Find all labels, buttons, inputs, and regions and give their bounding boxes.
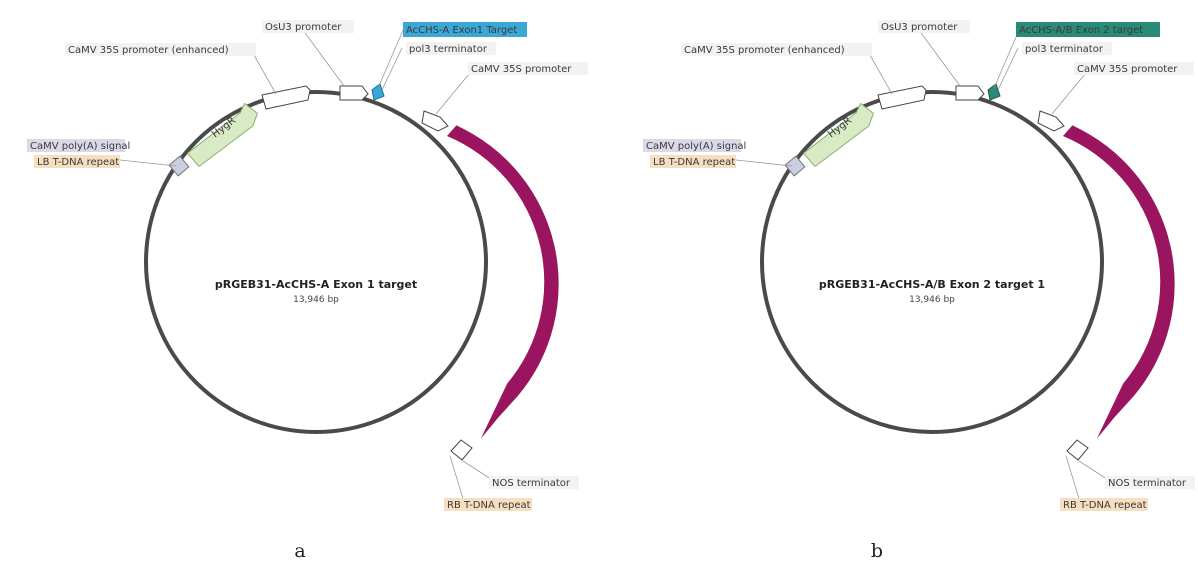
- plasmid-size: 13,946 bp: [909, 295, 955, 305]
- leader-lines: [735, 25, 1111, 503]
- osu3-promoter-feature: [955, 85, 985, 101]
- feature-labels: CaMV poly(A) signal LB T-DNA repeat CaMV…: [27, 20, 588, 511]
- svg-text:CaMV 35S promoter (enhanced): CaMV 35S promoter (enhanced): [68, 45, 229, 56]
- svg-text:CaMV 35S promoter (enhanced): CaMV 35S promoter (enhanced): [684, 45, 845, 56]
- camv35-promoter-label: CaMV 35S promoter: [1074, 62, 1194, 75]
- panel-caption: b: [871, 540, 883, 562]
- svg-text:NOS terminator: NOS terminator: [1108, 478, 1187, 489]
- panel-caption: a: [294, 540, 305, 562]
- osu3-promoter-label: OsU3 promoter: [878, 20, 970, 33]
- osu3-promoter-label: OsU3 promoter: [262, 20, 354, 33]
- camv-enhanced-label: CaMV 35S promoter (enhanced): [681, 43, 872, 56]
- svg-text:LB T-DNA repeat: LB T-DNA repeat: [653, 157, 735, 168]
- target-label: AcCHS-A Exon1 Target: [403, 22, 527, 37]
- svg-text:CaMV poly(A) signal: CaMV poly(A) signal: [646, 141, 746, 152]
- pol3-terminator-label: pol3 terminator: [1022, 42, 1112, 55]
- lb-repeat-label: LB T-DNA repeat: [34, 155, 120, 168]
- cas9-feature: [1063, 125, 1175, 439]
- svg-text:RB T-DNA repeat: RB T-DNA repeat: [1063, 500, 1147, 511]
- svg-text:pol3 terminator: pol3 terminator: [409, 44, 488, 55]
- plasmid-map-b: CaMV poly(A) signal LB T-DNA repeat CaMV…: [643, 20, 1195, 562]
- camv35-promoter-label: CaMV 35S promoter: [468, 62, 588, 75]
- hygr-feature: [186, 102, 258, 168]
- svg-text:AcCHS-A Exon1 Target: AcCHS-A Exon1 Target: [406, 25, 517, 36]
- feature-labels: CaMV poly(A) signal LB T-DNA repeat CaMV…: [643, 20, 1195, 511]
- target-label: AcCHS-A/B Exon 2 target: [1016, 22, 1160, 37]
- cas9-feature: [447, 125, 559, 439]
- camv35-promoter-feature: [421, 110, 449, 132]
- plasmid-name: pRGEB31-AcCHS-A/B Exon 2 target 1: [819, 278, 1045, 291]
- svg-text:RB T-DNA repeat: RB T-DNA repeat: [447, 500, 531, 511]
- nos-terminator-label: NOS terminator: [489, 476, 579, 489]
- svg-text:AcCHS-A/B Exon 2 target: AcCHS-A/B Exon 2 target: [1019, 25, 1143, 36]
- lb-repeat-feature: [784, 155, 806, 177]
- camv35-promoter-feature: [1037, 110, 1065, 132]
- osu3-promoter-feature: [339, 85, 369, 101]
- plasmid-map-a: CaMV poly(A) signal LB T-DNA repeat CaMV…: [27, 20, 588, 562]
- svg-text:pol3 terminator: pol3 terminator: [1025, 44, 1104, 55]
- svg-text:CaMV 35S promoter: CaMV 35S promoter: [471, 64, 572, 75]
- nos-terminator-label: NOS terminator: [1105, 476, 1195, 489]
- polya-signal-label: CaMV poly(A) signal: [27, 139, 130, 152]
- target-feature: [987, 83, 1001, 101]
- camv-enhanced-promoter-feature: [261, 85, 311, 110]
- camv-enhanced-promoter-feature: [877, 85, 927, 110]
- lb-repeat-feature: [168, 155, 190, 177]
- svg-text:OsU3 promoter: OsU3 promoter: [265, 22, 342, 33]
- rb-repeat-label: RB T-DNA repeat: [444, 498, 532, 511]
- hygr-feature: [802, 102, 874, 168]
- pol3-terminator-label: pol3 terminator: [406, 42, 496, 55]
- plasmid-backbone: [144, 90, 488, 434]
- plasmid-size: 13,946 bp: [293, 295, 339, 305]
- svg-text:OsU3 promoter: OsU3 promoter: [881, 22, 958, 33]
- plasmid-backbone: [760, 90, 1104, 434]
- polya-signal-label: CaMV poly(A) signal: [643, 139, 746, 152]
- svg-text:NOS terminator: NOS terminator: [492, 478, 571, 489]
- nos-terminator-feature: [450, 439, 473, 461]
- target-feature: [371, 83, 385, 101]
- lb-repeat-label: LB T-DNA repeat: [650, 155, 736, 168]
- svg-text:CaMV poly(A) signal: CaMV poly(A) signal: [30, 141, 130, 152]
- rb-repeat-label: RB T-DNA repeat: [1060, 498, 1148, 511]
- svg-text:LB T-DNA repeat: LB T-DNA repeat: [37, 157, 119, 168]
- camv-enhanced-label: CaMV 35S promoter (enhanced): [65, 43, 256, 56]
- plasmid-name: pRGEB31-AcCHS-A Exon 1 target: [215, 278, 417, 291]
- nos-terminator-feature: [1066, 439, 1089, 461]
- svg-text:CaMV 35S promoter: CaMV 35S promoter: [1077, 64, 1178, 75]
